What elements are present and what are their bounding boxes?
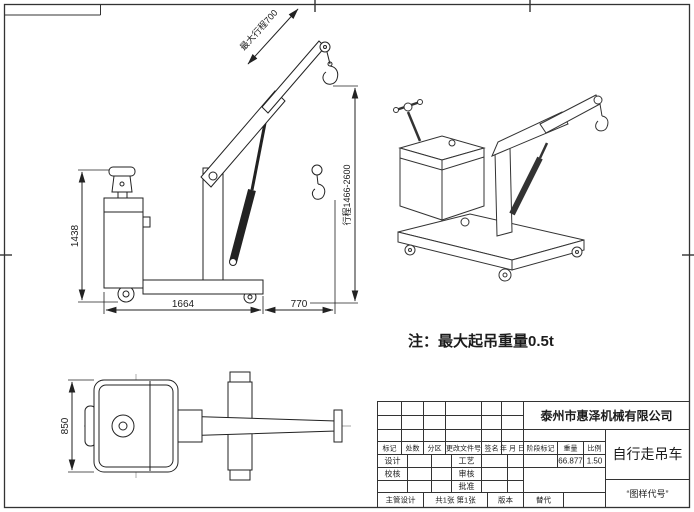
top-drive-unit — [111, 414, 135, 438]
weight-value: 66.877 — [558, 457, 583, 466]
top-boom-base — [177, 409, 203, 443]
weight-label: 重量 — [564, 445, 578, 453]
dim-1438-ext — [78, 169, 118, 303]
rev-col-docno: 更改文件号 — [446, 444, 481, 453]
dim-overall-height: 1438 — [70, 224, 81, 247]
iso-mast — [494, 147, 513, 237]
title-block-text: 泰州市惠泽机械有限公司 自行走吊车 “图样代号” 标记 处数 分区 更改文件号 … — [383, 408, 683, 505]
dim-boom-overhang: 770 — [291, 299, 308, 310]
side-base-frame — [142, 279, 264, 295]
side-boom-lower — [200, 90, 286, 188]
dim-max-travel-line — [247, 8, 299, 65]
rev-col-date: 年 月 日 — [500, 444, 525, 453]
sig-approve: 批准 — [459, 481, 475, 491]
side-tip-pulley — [319, 41, 331, 53]
stage-mark-label: 阶段标记 — [527, 444, 555, 453]
iso-base-platform — [397, 213, 585, 271]
corner-block — [4, 4, 101, 16]
rev-col-count: 处数 — [406, 444, 420, 453]
company-name: 泰州市惠泽机械有限公司 — [539, 408, 672, 423]
product-name: 自行走吊车 — [613, 446, 683, 462]
replace-label: 替代 — [536, 495, 551, 505]
side-body-box — [103, 197, 144, 289]
sig-process: 工艺 — [459, 457, 475, 466]
side-boom-telescope — [261, 40, 326, 114]
iso-hydraulic-cylinder — [509, 142, 549, 216]
scale-label: 比例 — [588, 444, 602, 453]
version-label: 版本 — [498, 495, 513, 505]
iso-body-box — [398, 135, 486, 221]
iso-boom-telescope — [539, 94, 601, 134]
border-rect — [3, 3, 691, 509]
top-boom-tip-bar — [333, 409, 343, 443]
side-view — [103, 40, 339, 304]
top-view-dimensions: 850 — [60, 379, 94, 473]
sig-chief-design: 主管设计 — [386, 495, 416, 505]
scale-value: 1.50 — [587, 457, 603, 466]
dim-850-ext — [68, 379, 94, 473]
top-view — [84, 371, 352, 481]
rev-col-mark: 标记 — [383, 444, 397, 453]
side-hydraulic-cylinder — [229, 117, 268, 266]
sheet-count: 共1张 第1张 — [435, 495, 476, 505]
sig-audit: 审核 — [459, 469, 475, 479]
iso-tip-pulley — [593, 95, 603, 105]
note-text: 注：最大起吊重量0.5t — [408, 332, 554, 350]
side-hook-lower — [311, 164, 326, 200]
top-body-outer — [93, 379, 179, 473]
side-tiller-handle — [108, 166, 136, 199]
isometric-view — [393, 94, 609, 282]
rev-col-zone: 分区 — [428, 444, 442, 453]
dim-base-width: 850 — [60, 417, 71, 434]
iso-caster-wheels — [404, 217, 583, 282]
sig-check: 校核 — [385, 469, 401, 479]
side-hook-upper — [322, 51, 339, 85]
title-block-grid — [377, 401, 690, 508]
side-boom-pivot — [208, 171, 218, 181]
rev-col-sign: 签名 — [485, 444, 499, 453]
sig-design: 设计 — [385, 456, 401, 466]
dim-hook-travel: 行程1466-2600 — [341, 164, 352, 225]
dim-base-length: 1664 — [172, 299, 195, 310]
iso-hook — [595, 103, 609, 132]
top-body-inner — [98, 384, 174, 468]
dim-bottom-ext — [103, 200, 336, 314]
iso-tiller-handle — [393, 99, 423, 142]
side-body-latch — [142, 216, 151, 228]
dim-travel-ext — [310, 85, 358, 304]
dim-max-travel: 最大行程700 — [237, 7, 279, 52]
drawing-code: “图样代号” — [627, 488, 669, 499]
